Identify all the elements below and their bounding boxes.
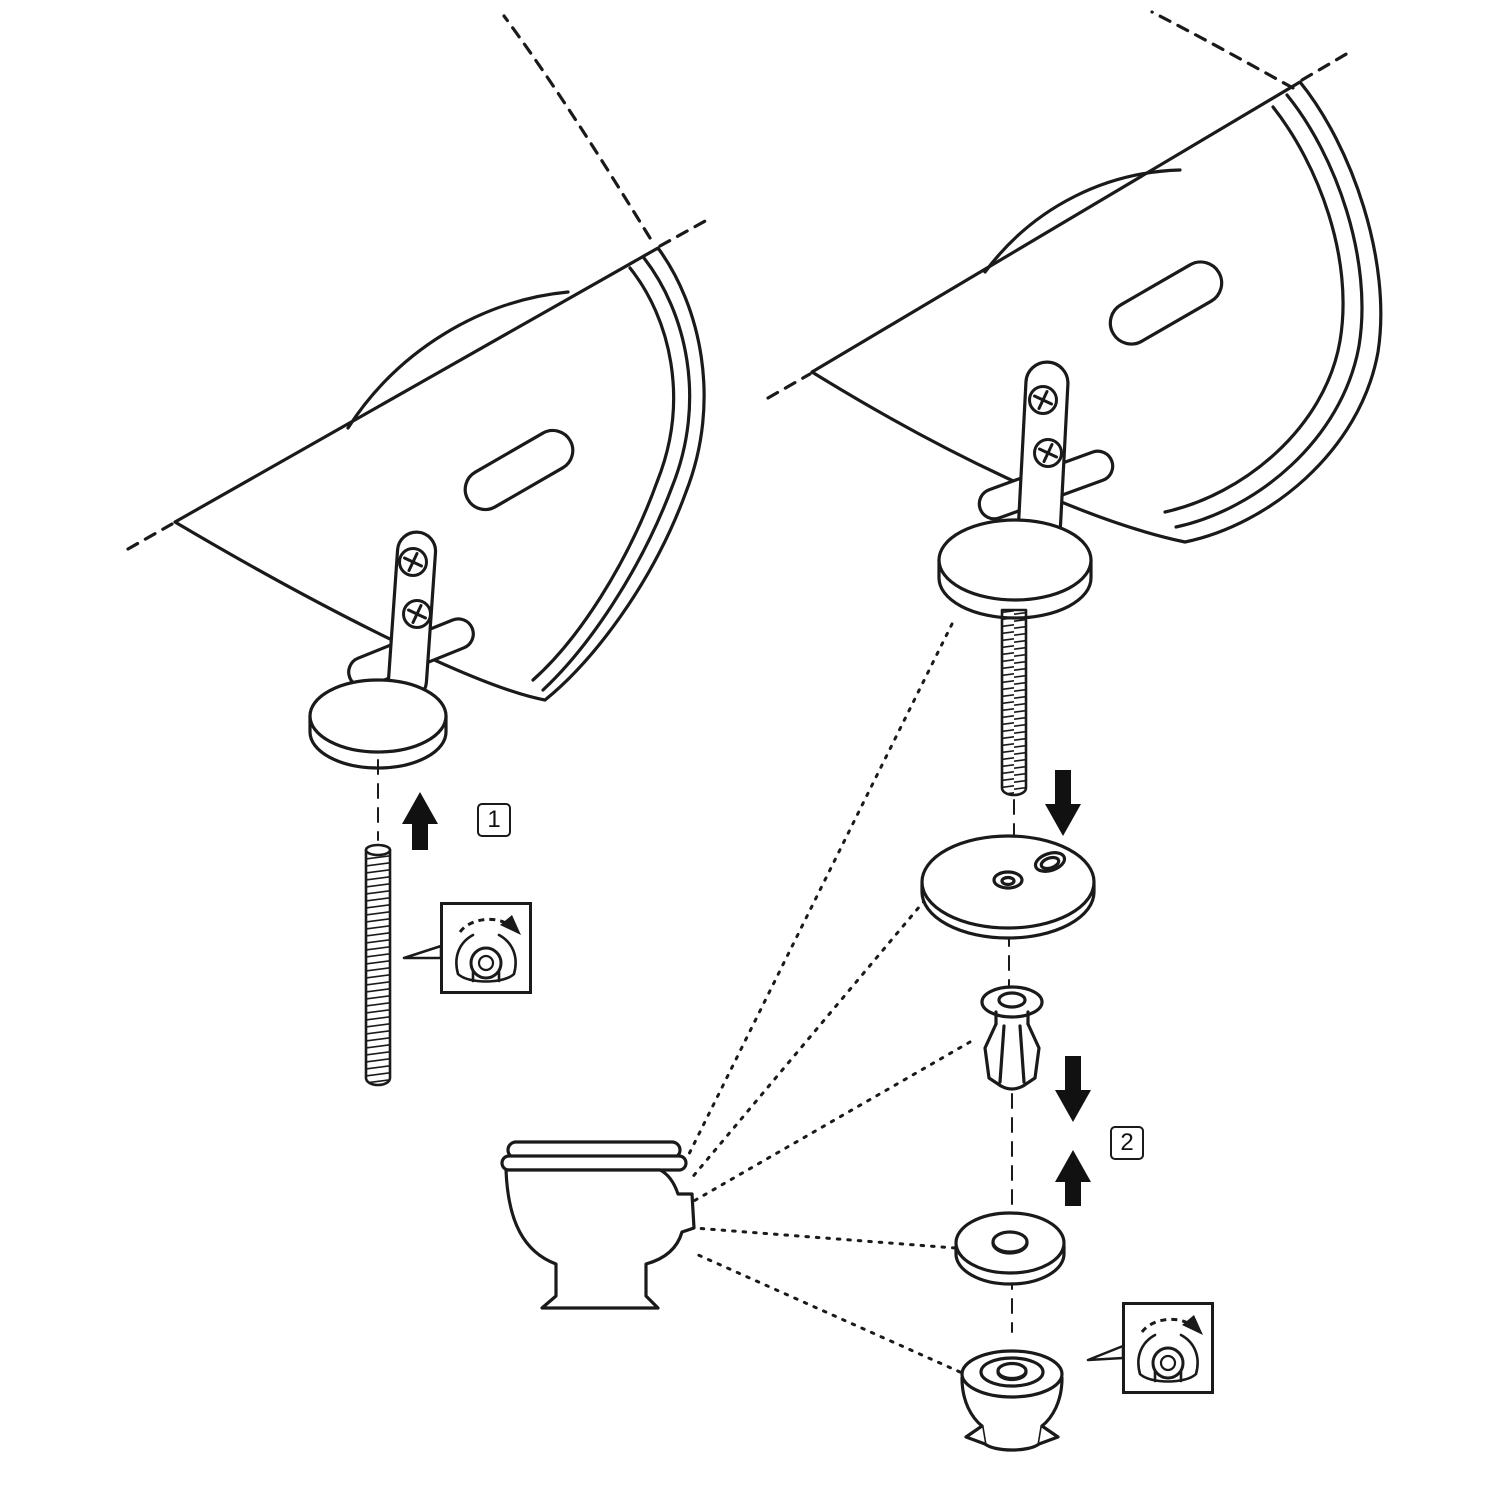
figure-step-1 <box>126 14 709 1087</box>
expansion-nut-neck <box>994 1010 1030 1026</box>
hinge-cap-top <box>937 518 1093 602</box>
step-1-label: 1 <box>487 806 501 833</box>
phillips-screw-icon <box>1032 437 1064 469</box>
seat-edge-contours <box>531 256 692 692</box>
toilet-reference <box>500 1140 696 1310</box>
plate-center-hole <box>992 870 1024 890</box>
arrow-up-icon <box>402 792 438 850</box>
step-2-badge: 2 <box>1110 1126 1144 1160</box>
expansion-nut <box>980 985 1044 1091</box>
seat-edge-contours <box>1163 93 1364 529</box>
threaded-bolt <box>364 848 392 1087</box>
seat-underside <box>173 246 706 702</box>
seat-outline-dashed-continuation <box>502 14 652 240</box>
expansion-nut-legs <box>983 1022 1041 1091</box>
hand-turn-icon <box>440 902 532 994</box>
cutaway-dashed-edge <box>126 218 709 551</box>
figure-step-2 <box>686 10 1383 1452</box>
seat-outline-dashed-continuation <box>1150 10 1295 90</box>
hand-turn-icon <box>1122 1302 1214 1394</box>
seat-opening-arc <box>983 168 1182 274</box>
toilet-bowl <box>504 1168 696 1310</box>
arrow-up-icon <box>1055 1150 1091 1206</box>
toilet-seat <box>500 1154 688 1172</box>
hinge-cap-top <box>308 678 448 754</box>
plate-side-hole-inner <box>1039 855 1061 871</box>
arrow-down-icon <box>1045 770 1081 836</box>
wing-nut-body <box>960 1376 1064 1452</box>
seat-underside <box>810 80 1383 544</box>
phillips-screw-icon <box>397 546 429 578</box>
seat-bumper <box>463 428 575 512</box>
mounting-plate <box>920 834 1096 930</box>
step-2-label: 2 <box>1120 1129 1134 1156</box>
expansion-nut-hole <box>997 991 1027 1009</box>
seat-bumper <box>1108 260 1224 346</box>
hand-turn-pointer <box>402 944 443 960</box>
cutaway-dashed-edge <box>766 51 1350 400</box>
wing-nut-wings <box>964 1424 1060 1446</box>
step-1-badge: 1 <box>477 803 511 837</box>
wing-nut-hole-depth <box>996 1370 1028 1382</box>
plate-center-hole-inner <box>1000 875 1016 887</box>
arrow-down-icon <box>1055 1056 1091 1122</box>
threaded-bolt-top <box>364 843 392 857</box>
threaded-bolt <box>1000 608 1028 797</box>
hand-turn-pointer <box>1086 1344 1125 1362</box>
seat-opening-arc <box>346 290 570 430</box>
wing-nut <box>960 1349 1064 1452</box>
phillips-screw-icon <box>401 598 433 630</box>
phillips-screw-icon <box>1027 384 1059 416</box>
washer-hole-depth <box>991 1241 1029 1255</box>
leader-lines <box>686 622 972 1374</box>
